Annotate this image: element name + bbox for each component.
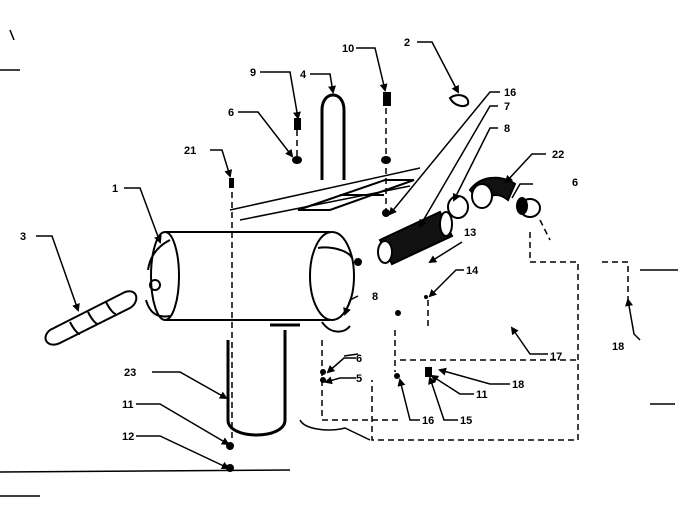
- label-3: 3: [20, 231, 26, 243]
- label-6-c: 6: [572, 177, 578, 189]
- part-2-oval: [448, 94, 470, 107]
- scan-edge-marks: [0, 29, 678, 497]
- label-7: 7: [504, 101, 510, 113]
- label-9: 9: [250, 67, 256, 79]
- part-labels: 1 2 3 4 5 6 6 6 7 8 8 9 10 11 11 12 13 1…: [20, 37, 624, 443]
- end-cap: [516, 197, 541, 218]
- label-10: 10: [342, 43, 354, 55]
- callout-leaders: [36, 41, 641, 470]
- hose-line: [299, 419, 371, 441]
- label-8-a: 8: [504, 123, 510, 135]
- label-16-a: 16: [504, 87, 516, 99]
- label-4: 4: [300, 69, 307, 81]
- filter-cylinder: [377, 210, 454, 266]
- u-bolt-top: [320, 93, 346, 180]
- label-18-a: 18: [512, 379, 524, 391]
- label-11-b: 11: [476, 389, 488, 401]
- coupling-ring: [447, 195, 469, 219]
- label-17: 17: [550, 351, 562, 363]
- main-tube: [150, 231, 355, 321]
- label-15: 15: [460, 415, 472, 427]
- assembly-dashed-lines: [231, 108, 629, 441]
- label-8-b: 8: [372, 291, 378, 303]
- label-1: 1: [112, 183, 118, 195]
- u-bolt-bottom: [226, 323, 300, 437]
- label-5: 5: [356, 373, 362, 385]
- handle-grip: [44, 290, 138, 346]
- label-21: 21: [184, 145, 196, 157]
- label-11-a: 11: [122, 399, 134, 411]
- label-6-b: 6: [356, 353, 362, 365]
- label-16-b: 16: [422, 415, 434, 427]
- label-22: 22: [552, 149, 564, 161]
- elbow-fitting: [468, 176, 517, 209]
- plate-edges: [229, 167, 421, 221]
- label-2: 2: [404, 37, 410, 49]
- label-14: 14: [466, 265, 479, 277]
- tube-end-collar: [317, 246, 362, 333]
- bolt-parts: [226, 92, 432, 472]
- label-23: 23: [124, 367, 136, 379]
- label-12: 12: [122, 431, 134, 443]
- handle-bracket: [145, 239, 171, 318]
- label-18-b: 18: [612, 341, 624, 353]
- label-6-a: 6: [228, 107, 234, 119]
- label-13: 13: [464, 227, 476, 239]
